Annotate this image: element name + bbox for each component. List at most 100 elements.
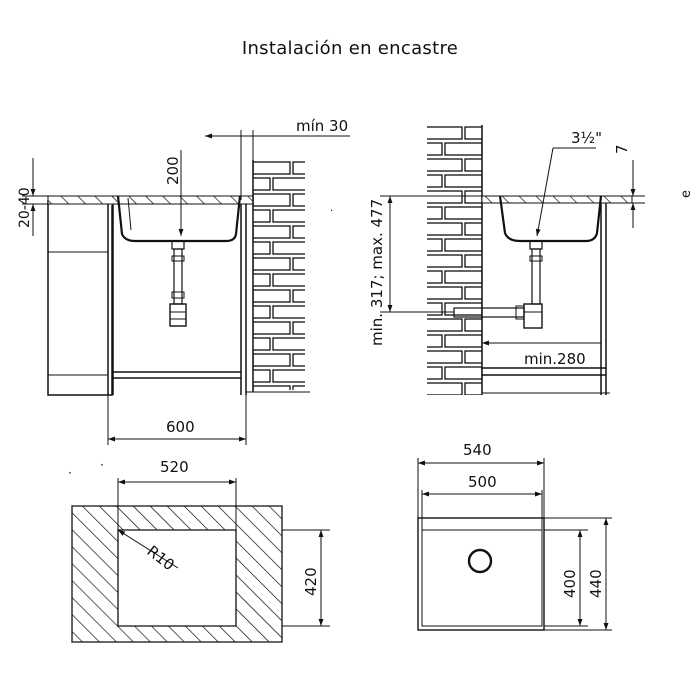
brick [464,158,482,172]
brick [464,350,482,364]
brick [292,193,305,207]
brick [427,366,443,380]
brick [427,270,443,284]
brick [385,383,422,395]
dim-400: 400 [561,569,579,598]
brick [213,290,250,302]
brick [444,142,482,156]
brick [385,159,422,171]
dim-500: 500 [468,473,497,491]
brick [444,238,482,252]
brick [292,257,305,271]
cutout-plan-view: 520 R10 420 · · [68,458,330,643]
right-brick-wall [385,126,482,395]
brick [427,254,463,268]
brick [385,223,422,235]
brick [444,174,482,188]
label-e: e [679,190,694,198]
brick [464,254,482,268]
brick [464,318,482,332]
brick [444,270,482,284]
brick [253,321,291,335]
svg-text:·: · [100,458,104,472]
brick [464,222,482,236]
brick [253,257,291,271]
brick [292,289,305,303]
dim-r10: R10 [144,542,178,574]
sink-plan-view: 540 500 400 440 [417,441,612,631]
brick [385,191,422,203]
brick [385,255,422,267]
brick [272,209,305,223]
left-elevation-view: mín 30 200 20-40 600 [17,117,350,445]
brick [253,369,271,383]
brick [253,193,291,207]
brick [253,209,271,223]
dim-440: 440 [587,569,605,598]
brick [213,322,250,334]
right-elevation-view: min. 317; max. 477 3½" 7 min.280 e [368,125,694,395]
brick [253,385,291,390]
brick [444,206,482,220]
brick [464,382,482,395]
svg-text:·: · [330,206,333,217]
brick [385,127,422,139]
left-brick-wall [213,161,305,398]
brick [213,258,250,270]
brick [427,126,463,140]
brick [213,386,250,398]
brick [427,238,443,252]
brick [385,319,422,331]
brick [292,353,305,367]
dim-min317-max477: min. 317; max. 477 [368,199,386,346]
brick [444,302,482,316]
brick [385,351,422,363]
svg-text:·: · [68,466,72,480]
brick [427,334,443,348]
brick [213,226,250,238]
brick [427,158,463,172]
dim-520: 520 [160,458,189,476]
dim-600: 600 [166,418,195,436]
dim-7: 7 [613,144,631,154]
label-thread: 3½" [571,129,602,147]
dim-200: 200 [164,156,182,185]
brick [272,337,305,351]
brick [385,287,422,299]
dim-min-30: mín 30 [296,117,348,135]
dim-420: 420 [302,567,320,596]
brick [292,225,305,239]
brick [272,369,305,383]
brick [272,241,305,255]
brick [272,177,305,191]
brick [444,366,482,380]
brick [253,353,291,367]
brick [427,302,443,316]
brick [213,162,250,174]
brick [292,161,305,175]
brick [427,222,463,236]
brick [253,289,291,303]
brick [427,382,463,395]
brick [292,321,305,335]
brick [427,318,463,332]
brick [464,126,482,140]
brick [427,174,443,188]
brick [213,354,250,366]
brick [444,334,482,348]
dim-min280: min.280 [524,350,586,368]
brick [253,177,271,191]
brick [272,305,305,319]
brick [272,273,305,287]
brick [464,286,482,300]
brick [427,350,463,364]
brick [427,286,463,300]
brick [427,142,443,156]
brick [427,206,443,220]
drain-hole [467,548,493,574]
dim-540: 540 [463,441,492,459]
dim-20-40: 20-40 [17,187,33,228]
brick [253,273,271,287]
drawing-title: Instalación en encastre [241,38,459,59]
